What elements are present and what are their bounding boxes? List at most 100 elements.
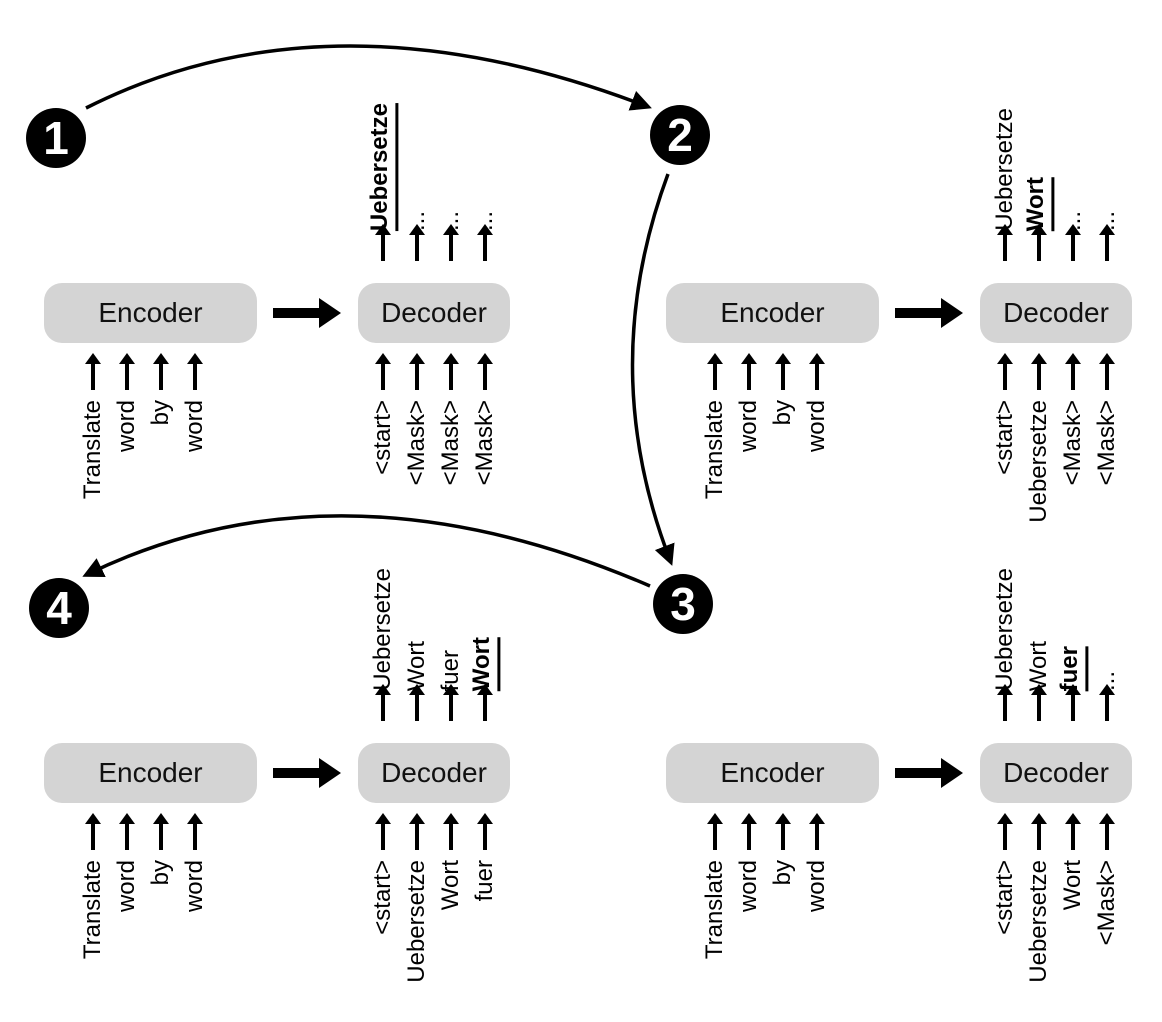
input-token: word: [802, 860, 830, 913]
up-arrow-icon: [187, 353, 203, 390]
up-arrow-icon: [443, 684, 459, 721]
token-column: Wort: [1022, 83, 1056, 261]
token-column: fuer: [434, 543, 468, 721]
input-token: fuer: [470, 860, 498, 902]
token-column: word: [110, 813, 144, 959]
input-token: <Mask>: [1092, 860, 1120, 946]
token-column: ...: [1090, 543, 1124, 721]
step-number: 2: [667, 109, 693, 161]
encoder-inputs: Translate word by word: [698, 813, 834, 959]
up-arrow-icon: [375, 224, 391, 261]
token-column: word: [732, 813, 766, 959]
token-column: by: [766, 813, 800, 959]
up-arrow-icon: [1065, 224, 1081, 261]
input-token: Wort: [1058, 860, 1086, 911]
input-token: word: [734, 860, 762, 913]
input-token: Translate: [78, 860, 106, 960]
input-token: by: [146, 860, 174, 886]
encoder-box: Encoder: [44, 283, 257, 343]
token-column: by: [144, 353, 178, 499]
encoder-inputs: Translate word by word: [76, 353, 212, 499]
up-arrow-icon: [1031, 813, 1047, 850]
encoder-label: Encoder: [720, 757, 825, 788]
decoder-box: Decoder: [358, 283, 510, 343]
output-token: Uebersetze: [990, 568, 1018, 691]
token-column: Wort: [400, 543, 434, 721]
token-column: Uebersetze: [400, 813, 434, 983]
panel-step-4: Uebersetze Wort fuer Wort Encoder Decode…: [30, 535, 570, 995]
token-column: ...: [468, 83, 502, 261]
output-token: Wort: [468, 636, 501, 691]
encoder-label: Encoder: [98, 297, 203, 328]
up-arrow-icon: [809, 813, 825, 850]
decoder-outputs: Uebersetze Wort fuer Wort: [366, 543, 502, 721]
decoder-box: Decoder: [980, 283, 1132, 343]
encoder-to-decoder-arrow-icon: [895, 298, 963, 328]
input-token: Translate: [700, 860, 728, 960]
up-arrow-icon: [477, 684, 493, 721]
up-arrow-icon: [997, 353, 1013, 390]
up-arrow-icon: [775, 813, 791, 850]
token-column: Wort: [1056, 813, 1090, 983]
input-token: word: [180, 400, 208, 453]
step-number: 3: [670, 578, 696, 630]
up-arrow-icon: [375, 813, 391, 850]
token-column: word: [178, 353, 212, 499]
input-token: Translate: [700, 400, 728, 500]
up-arrow-icon: [477, 813, 493, 850]
step-badge-3: 3: [653, 574, 713, 634]
up-arrow-icon: [1099, 813, 1115, 850]
token-column: Translate: [76, 353, 110, 499]
token-column: <start>: [988, 353, 1022, 523]
output-token: Wort: [1022, 176, 1055, 231]
decoder-label: Decoder: [1003, 297, 1109, 328]
decoder-box: Decoder: [980, 743, 1132, 803]
token-column: fuer: [1056, 543, 1090, 721]
token-column: fuer: [468, 813, 502, 983]
up-arrow-icon: [1065, 684, 1081, 721]
output-token: Uebersetze: [366, 102, 399, 231]
input-token: <start>: [990, 400, 1018, 475]
decoder-outputs: Uebersetze Wort fuer ...: [988, 543, 1124, 721]
up-arrow-icon: [409, 684, 425, 721]
token-column: Uebersetze: [988, 543, 1022, 721]
input-token: Wort: [436, 860, 464, 911]
step-badge-4: 4: [29, 578, 89, 638]
token-column: <start>: [988, 813, 1022, 983]
input-token: Uebersetze: [402, 860, 430, 983]
token-column: <start>: [366, 813, 400, 983]
token-column: Uebersetze: [366, 83, 400, 261]
step-number: 4: [46, 582, 72, 634]
input-token: Uebersetze: [1024, 860, 1052, 983]
up-arrow-icon: [997, 684, 1013, 721]
input-token: <start>: [368, 400, 396, 475]
input-token: by: [146, 400, 174, 426]
up-arrow-icon: [997, 813, 1013, 850]
up-arrow-icon: [409, 353, 425, 390]
input-token: <Mask>: [436, 400, 464, 486]
decoder-label: Decoder: [381, 297, 487, 328]
decoder-label: Decoder: [381, 757, 487, 788]
up-arrow-icon: [85, 353, 101, 390]
input-token: word: [180, 860, 208, 913]
up-arrow-icon: [707, 813, 723, 850]
token-column: word: [178, 813, 212, 959]
token-column: <Mask>: [400, 353, 434, 485]
encoder-to-decoder-arrow-icon: [273, 298, 341, 328]
token-column: ...: [400, 83, 434, 261]
encoder-to-decoder-arrow-icon: [273, 758, 341, 788]
decoder-inputs: <start> Uebersetze Wort fuer: [366, 813, 502, 983]
step-badge-2: 2: [650, 105, 710, 165]
up-arrow-icon: [119, 813, 135, 850]
token-column: by: [144, 813, 178, 959]
step-number: 1: [43, 112, 69, 164]
panel-step-1: Uebersetze ... ... ... Encoder Decoder T…: [30, 75, 570, 535]
up-arrow-icon: [153, 813, 169, 850]
panel-step-2: Uebersetze Wort ... ... Encoder Decoder …: [652, 75, 1162, 535]
output-token: Uebersetze: [368, 568, 396, 691]
token-column: word: [800, 813, 834, 959]
decoder-outputs: Uebersetze ... ... ...: [366, 83, 502, 261]
token-column: by: [766, 353, 800, 499]
step-badge-1: 1: [26, 108, 86, 168]
up-arrow-icon: [443, 813, 459, 850]
